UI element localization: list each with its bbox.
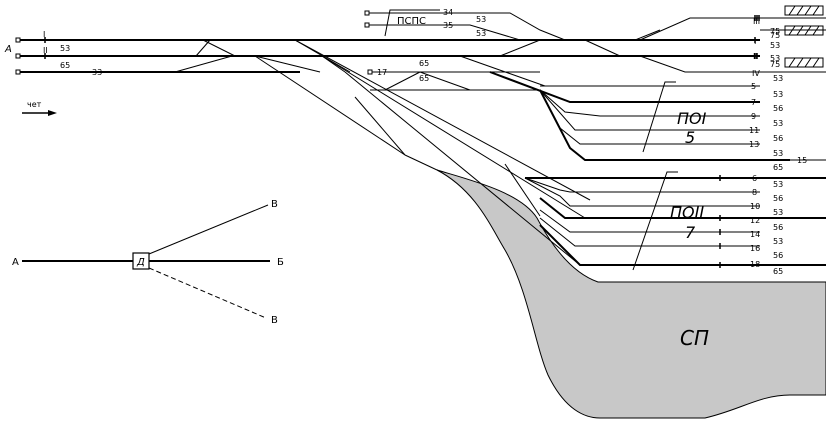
poii-10-len: 53 (773, 208, 783, 217)
main-crossovers (174, 39, 591, 266)
right-blocks (760, 5, 826, 73)
right-len-75a: 75 (770, 27, 780, 36)
right-len-53a: 53 (770, 41, 780, 50)
right-track-III: III (753, 17, 760, 26)
poii-18-num: 18 (750, 260, 760, 269)
poi-count: 5 (685, 128, 695, 147)
poi-5-num: 5 (751, 82, 756, 91)
poi-7-len: 56 (773, 104, 783, 113)
sp-label: СП (680, 326, 709, 350)
poi-15-num: 15 (797, 156, 807, 165)
track-34-label: 34 (443, 8, 453, 17)
station-a-label: A (4, 44, 12, 55)
poii-10-num: 10 (750, 202, 760, 211)
junction-box-d (132, 252, 150, 270)
signals (44, 15, 760, 268)
sp-area (436, 169, 826, 419)
track-17-label: 17 (377, 68, 387, 77)
poi-tracks (459, 55, 826, 161)
right-len-53b: 53 (770, 54, 780, 63)
pspc-stubs (364, 10, 370, 28)
right-track-II: II (753, 52, 758, 61)
right-track-IV: IV (752, 69, 760, 78)
pspc-tracks (367, 12, 760, 73)
poii-8-num: 8 (752, 188, 757, 197)
poi-13-num: 13 (749, 140, 759, 149)
track-17-length-b: 65 (419, 74, 429, 83)
track-35-length: 53 (476, 29, 486, 38)
main-tracks (18, 39, 760, 73)
poi-label: ПОI (677, 109, 707, 128)
poi-9-len: 53 (773, 119, 783, 128)
track-34-length: 53 (476, 15, 486, 24)
poi-bracket (642, 81, 676, 153)
poii-14-len: 53 (773, 237, 783, 246)
poii-12-len: 56 (773, 223, 783, 232)
main-2-switch: 33 (92, 68, 102, 77)
poii-16-num: 16 (750, 244, 760, 253)
main-1-length: 53 (60, 44, 70, 53)
main-1-label: I (43, 30, 45, 39)
main-2-length: 65 (60, 61, 70, 70)
right-len-75b: 75 (770, 31, 780, 40)
direction-arrow (22, 110, 57, 116)
poi-5-len: 53 (773, 90, 783, 99)
poii-6-num: 6 (752, 174, 757, 183)
scheme-d-label: Д (136, 257, 145, 268)
junction-scheme (22, 204, 270, 319)
poi-13-len: 53 (773, 149, 783, 158)
poii-16-len: 56 (773, 251, 783, 260)
track-17 (367, 69, 540, 91)
pspc-bracket (384, 9, 440, 37)
poi-9-num: 9 (751, 112, 756, 121)
right-len-75c: 75 (770, 60, 780, 69)
right-track-I: I (754, 37, 756, 46)
track-17-length-a: 65 (419, 59, 429, 68)
direction-label: чет (27, 100, 42, 109)
poii-count: 7 (685, 223, 696, 242)
poi-top-length: 53 (773, 74, 783, 83)
poi-15-len: 65 (773, 163, 783, 172)
poii-12-num: 12 (750, 216, 760, 225)
poii-14-num: 14 (750, 230, 760, 239)
scheme-a-label: А (12, 257, 19, 268)
scheme-b-label: Б (277, 257, 284, 268)
scheme-v-top-label: В (271, 199, 278, 210)
poii-label: ПОII (670, 203, 704, 222)
poi-11-len: 56 (773, 134, 783, 143)
poi-11-num: 11 (749, 126, 759, 135)
poii-bracket (632, 171, 678, 271)
pspc-label: ПСПС (397, 16, 426, 27)
scheme-v-bottom-label: В (271, 315, 278, 326)
poii-6-len: 53 (773, 180, 783, 189)
poii-tracks (524, 177, 826, 266)
poii-8-len: 56 (773, 194, 783, 203)
main-2-label: II (43, 46, 48, 55)
poi-7-num: 7 (751, 98, 756, 107)
poii-18-len: 65 (773, 267, 783, 276)
track-stub-ends (15, 37, 21, 75)
track-35-label: 35 (443, 21, 453, 30)
